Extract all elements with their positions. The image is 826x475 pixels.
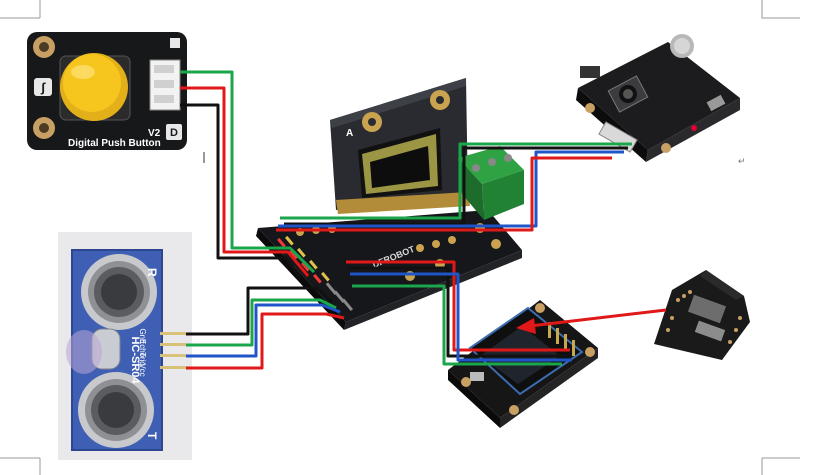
microbit-expansion-board-icon: A B DFROBOT	[256, 72, 524, 330]
wire-black-ultrasonic	[186, 286, 333, 336]
ultrasonic-t-label: T	[145, 432, 159, 440]
wire-blue-camera	[278, 150, 624, 228]
svg-text:ʃ: ʃ	[40, 80, 46, 95]
wire-red-button	[180, 86, 310, 277]
wire-blue-ultrasonic	[186, 303, 341, 358]
brand-mark: D	[170, 127, 178, 139]
wire-red-ultrasonic	[186, 312, 345, 370]
wires	[180, 70, 632, 370]
wire-green-button	[180, 70, 316, 274]
corner-a-label: A	[346, 128, 353, 139]
crop-marks	[0, 0, 800, 475]
pin-vcc-label: Vcc	[138, 363, 147, 376]
wire-black-camera	[284, 146, 628, 226]
ultrasonic-r-label: R	[145, 268, 159, 277]
wire-red-shield	[346, 260, 570, 352]
wire-green-ultrasonic	[186, 298, 337, 347]
pin-trig-label: Trig	[138, 352, 147, 365]
push-button-module-icon: ʃ V2 D Digital Push Button	[27, 32, 187, 150]
wire-blue-shield	[350, 272, 572, 362]
radio-module-icon	[654, 270, 750, 360]
return-mark: ↵	[738, 156, 746, 166]
pin-echo-label: Echo	[138, 339, 147, 358]
wire-black-button	[180, 103, 302, 279]
insert-arrow	[516, 308, 667, 334]
corner-b-label: B	[452, 72, 459, 83]
pin-gnd-label: Gnd	[138, 328, 147, 343]
ultrasonic-model: HC-SR04	[129, 336, 141, 384]
wire-black-shield	[348, 266, 566, 358]
push-button-label: Digital Push Button	[68, 138, 161, 149]
camera-module-icon	[576, 34, 740, 162]
wireless-shield-icon	[448, 300, 598, 428]
ultrasonic-sensor-icon: HC-SR04 R T Gnd Echo Trig Vcc	[58, 232, 192, 460]
wire-red-camera	[276, 156, 612, 232]
wire-green-camera	[280, 142, 632, 220]
wire-green-shield	[352, 284, 562, 366]
push-button-version: V2	[148, 128, 161, 139]
